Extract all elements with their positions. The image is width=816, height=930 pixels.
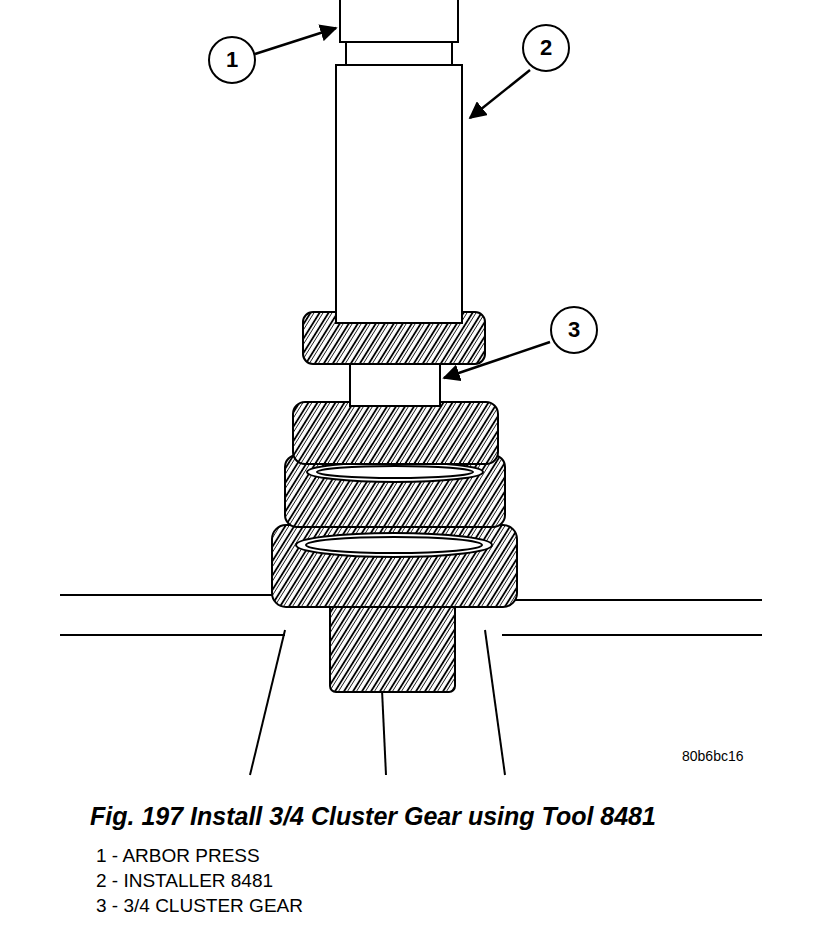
callout-number: 3 <box>568 319 580 341</box>
press-table <box>60 595 762 775</box>
leader-lines <box>255 28 550 378</box>
callout-circle: 2 <box>522 24 570 72</box>
callout-number: 1 <box>226 49 238 71</box>
callout-circle: 3 <box>550 306 598 354</box>
cluster-gear <box>272 312 517 692</box>
figure-code: 80b6bc16 <box>682 749 744 764</box>
legend-entry: 1 - ARBOR PRESS <box>96 846 260 867</box>
callout-circle: 1 <box>208 36 256 84</box>
figure-caption: Fig. 197 Install 3/4 Cluster Gear using … <box>90 803 656 831</box>
callout-number: 2 <box>540 37 552 59</box>
installer-and-ram <box>336 0 462 323</box>
legend-entry: 3 - 3/4 CLUSTER GEAR <box>96 896 303 917</box>
legend-entry: 2 - INSTALLER 8481 <box>96 871 273 892</box>
